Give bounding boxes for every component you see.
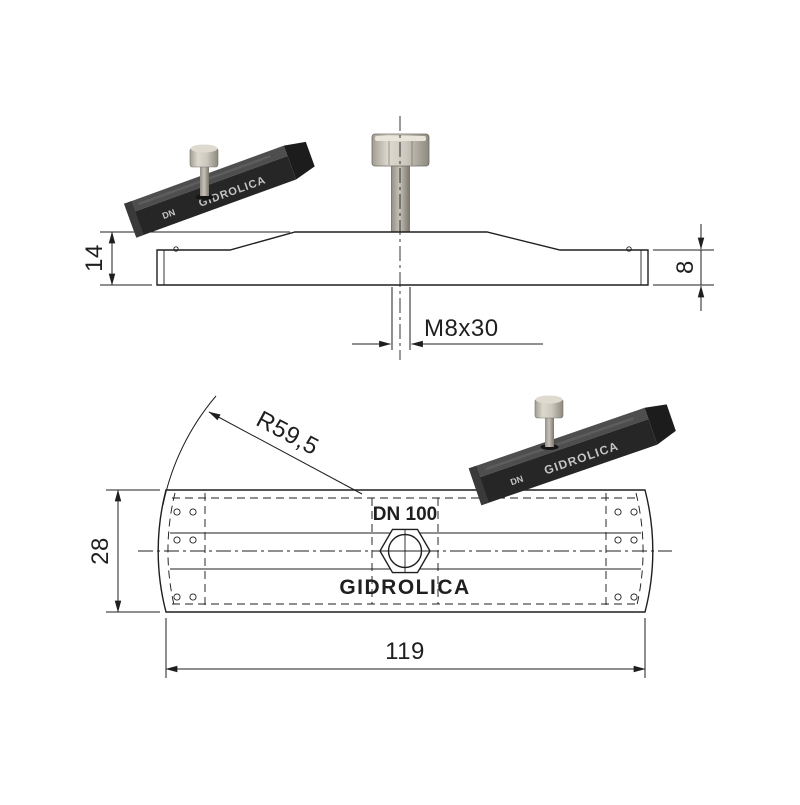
mounting-holes-left [173, 508, 197, 601]
bolt-shank [200, 165, 209, 196]
mounting-hole [173, 536, 181, 544]
mounting-hole [630, 536, 638, 544]
mounting-hole [189, 508, 197, 516]
mounting-hole [630, 593, 638, 601]
part-end-face [124, 201, 144, 238]
latch-detail-left [173, 246, 179, 252]
dim-28-label: 28 [87, 537, 114, 565]
mounting-hole [189, 536, 197, 544]
part-front-face [472, 419, 658, 506]
dim-119-label: 119 [385, 638, 425, 665]
bolt-shank [545, 416, 554, 447]
iso-part-bottom: DN GIDROLICA [468, 404, 676, 506]
bolt-head-top [190, 144, 218, 153]
dim-m8x30-label: M8x30 [424, 315, 499, 342]
side-view: 14 8 M8x30 DN GIDROLICA [81, 116, 714, 360]
iso-part-top: DN GIDROLICA [124, 141, 315, 238]
radius-extension-arc [162, 395, 217, 506]
latch-detail-right [626, 246, 632, 252]
brand-label: GIDROLICA [339, 576, 470, 599]
mounting-hole [173, 593, 181, 601]
iso-top-dn-label: DN [161, 207, 177, 221]
part-ridge [485, 417, 634, 471]
profile-outline [156, 231, 649, 286]
mounting-holes-right [614, 508, 638, 601]
iso-bolt-bottom [534, 395, 564, 450]
iso-bolt-top [189, 144, 219, 200]
mounting-hole [630, 508, 638, 516]
dimension-radius: R59,5 [162, 395, 363, 506]
bolt-head [371, 133, 430, 167]
dimension-bolt-thread: M8x30 [352, 287, 543, 350]
dimension-length-119: 119 [165, 618, 646, 678]
part-end-tab [644, 404, 676, 445]
dim-8-label: 8 [672, 260, 699, 274]
mounting-hole [614, 593, 622, 601]
bolt-head-top [535, 395, 563, 404]
mounting-hole [189, 593, 197, 601]
dim-14-label: 14 [81, 244, 108, 272]
dimension-height-8: 8 [653, 224, 714, 311]
iso-bottom-dn-label: DN [509, 474, 525, 488]
dn-label: DN 100 [373, 504, 437, 525]
bolt-shank [391, 163, 410, 233]
dimension-height-14: 14 [81, 231, 290, 286]
mounting-hole [614, 536, 622, 544]
part-end-tab [283, 141, 315, 180]
radius-leader-line [208, 411, 363, 495]
mounting-hole [173, 508, 181, 516]
plan-view: DN 100 GIDROLICA 28 119 R59,5 DN GID [87, 395, 676, 678]
mounting-hole [614, 508, 622, 516]
part-end-face [468, 465, 489, 506]
dimension-width-28: 28 [87, 489, 160, 613]
dim-r595-label: R59,5 [252, 406, 323, 461]
